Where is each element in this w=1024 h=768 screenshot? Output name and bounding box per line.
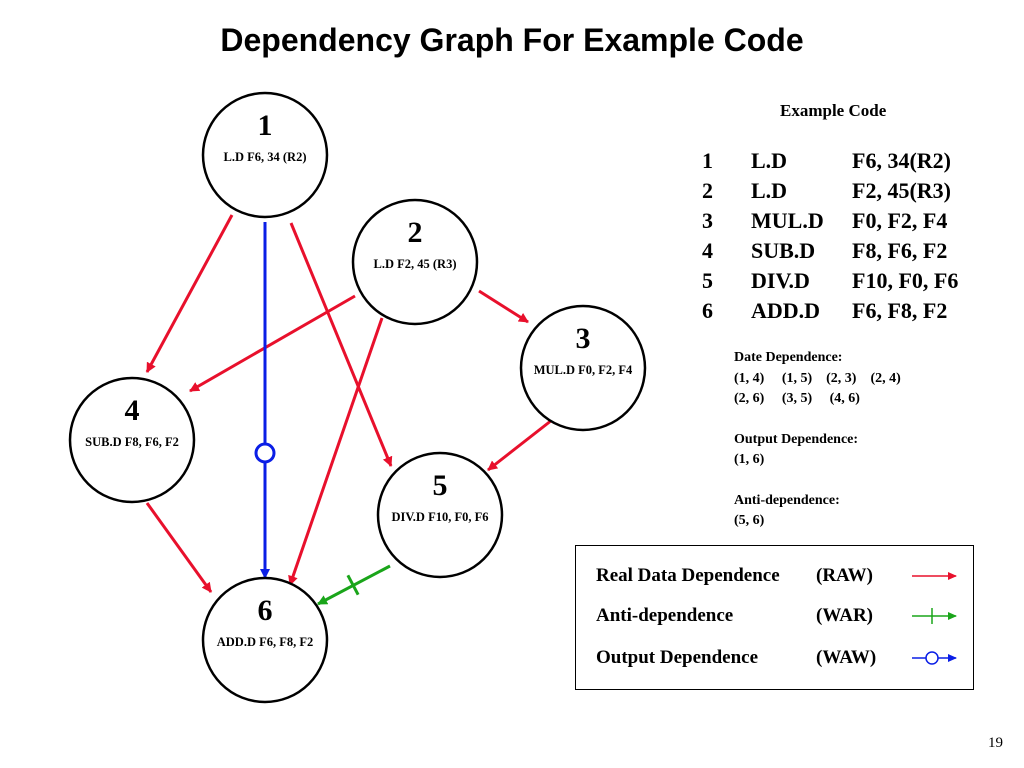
dependence-list: Date Dependence: (1, 4) (1, 5) (2, 3) (2… (734, 348, 901, 532)
node-circle (201, 576, 329, 704)
legend-war-abbr: (WAR) (816, 605, 873, 626)
edge-1-5-raw (289, 222, 393, 467)
edge-1-6-waw (254, 222, 276, 579)
node-number: 4 (125, 394, 140, 427)
node-number: 6 (258, 594, 273, 627)
code-line-number: 1 (702, 148, 713, 173)
legend-waw-label: Output Dependence (596, 647, 759, 668)
code-line-operands: F6, 34(R2) (852, 148, 951, 173)
edge-5-6-war (317, 564, 391, 606)
edge-4-6-raw (145, 502, 213, 593)
anti-dependence-pairs: (5, 6) (734, 513, 765, 528)
slide-title: Dependency Graph For Example Code (220, 22, 804, 58)
page-number: 19 (988, 735, 1003, 751)
node-number: 2 (408, 216, 423, 249)
code-line-number: 6 (702, 298, 713, 323)
code-line-opcode: L.D (751, 178, 788, 203)
code-list: 1 L.D F6, 34(R2) 2 L.D F2, 45(R3) 3 MUL.… (702, 146, 1002, 326)
output-dependence-pairs: (1, 6) (734, 452, 765, 467)
code-line-opcode: DIV.D (751, 268, 810, 293)
code-line-6: 6 ADD.D F6, F8, F2 (702, 296, 1002, 326)
code-line-1: 1 L.D F6, 34(R2) (702, 146, 1002, 176)
waw-arrow-icon (912, 651, 957, 665)
code-line-opcode: L.D (751, 148, 788, 173)
node-instruction: ADD.D F6, F8, F2 (217, 635, 314, 649)
legend-raw-label: Real Data Dependence (596, 565, 780, 586)
node-instruction: MUL.D F0, F2, F4 (534, 363, 633, 377)
edge-3-5-raw (487, 418, 553, 472)
node-number: 1 (258, 109, 273, 142)
output-dependence-title: Output Dependence: (734, 431, 859, 447)
node-1: 1L.D F6, 34 (R2) (201, 91, 329, 219)
legend-row-raw: Real Data Dependence (RAW) (596, 561, 966, 591)
node-circle (376, 451, 504, 579)
node-number: 3 (576, 322, 591, 355)
code-line-5: 5 DIV.D F10, F0, F6 (702, 266, 1002, 296)
node-instruction: L.D F6, 34 (R2) (224, 150, 307, 164)
edge-2-6-raw (288, 317, 384, 586)
legend: Real Data Dependence (RAW) Anti-dependen… (575, 545, 974, 690)
code-title: Example Code (780, 101, 887, 120)
code-line-operands: F10, F0, F6 (852, 268, 959, 293)
anti-dependence-title: Anti-dependence: (734, 492, 840, 508)
edge-1-4-raw (145, 214, 234, 373)
node-instruction: SUB.D F8, F6, F2 (85, 435, 179, 449)
legend-raw-abbr: (RAW) (816, 565, 873, 586)
edge-2-4-raw (189, 294, 356, 393)
data-dependence-pairs: (2, 6) (3, 5) (4, 6) (734, 391, 860, 406)
code-line-number: 3 (702, 208, 713, 233)
legend-row-war: Anti-dependence (WAR) (596, 601, 966, 631)
node-circle (201, 91, 329, 219)
node-circle (68, 376, 196, 504)
legend-waw-abbr: (WAW) (816, 647, 877, 668)
code-line-opcode: ADD.D (751, 298, 821, 323)
code-line-operands: F0, F2, F4 (852, 208, 948, 233)
node-number: 5 (433, 469, 448, 502)
code-line-number: 4 (702, 238, 713, 263)
edge-2-3-raw (478, 289, 529, 324)
code-line-3: 3 MUL.D F0, F2, F4 (702, 206, 1002, 236)
code-line-number: 2 (702, 178, 713, 203)
data-dependence-pairs: (1, 4) (1, 5) (2, 3) (2, 4) (734, 370, 901, 386)
code-line-operands: F8, F6, F2 (852, 238, 948, 263)
data-dependence-title: Date Dependence: (734, 350, 843, 365)
code-line-opcode: MUL.D (751, 208, 824, 233)
code-line-operands: F6, F8, F2 (852, 298, 948, 323)
node-circle (351, 198, 479, 326)
code-line-2: 2 L.D F2, 45(R3) (702, 176, 1002, 206)
node-instruction: L.D F2, 45 (R3) (374, 257, 457, 271)
legend-row-waw: Output Dependence (WAW) (596, 643, 966, 673)
node-2: 2L.D F2, 45 (R3) (351, 198, 479, 326)
code-line-number: 5 (702, 268, 713, 293)
node-instruction: DIV.D F10, F0, F6 (392, 510, 489, 524)
raw-arrow-icon (912, 572, 957, 580)
war-arrow-icon (912, 608, 957, 624)
code-line-opcode: SUB.D (751, 238, 816, 263)
legend-war-label: Anti-dependence (596, 605, 734, 626)
code-line-operands: F2, 45(R3) (852, 178, 951, 203)
node-circle (519, 304, 647, 432)
code-line-4: 4 SUB.D F8, F6, F2 (702, 236, 1002, 266)
